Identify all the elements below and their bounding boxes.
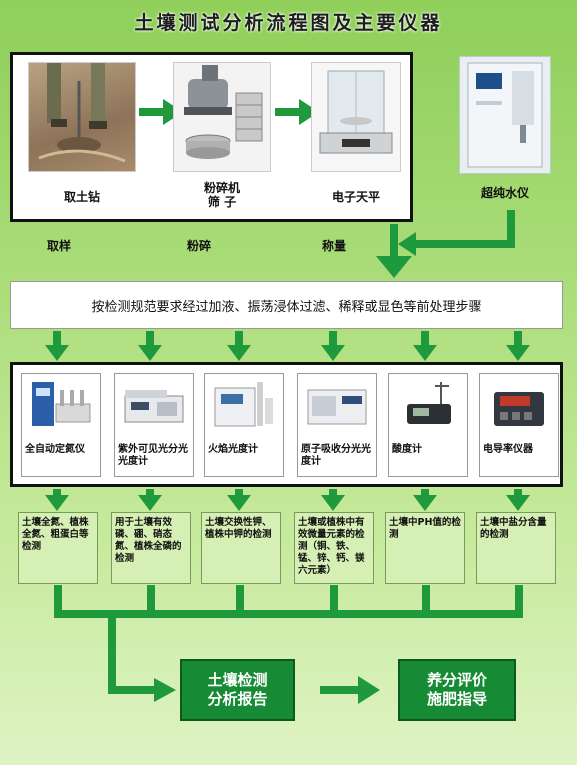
arrow-down-icon bbox=[506, 489, 530, 511]
result-box-potassium: 土壤交换性钾、植株中钾的检测 bbox=[201, 512, 281, 584]
instrument-card-ph: 酸度计 bbox=[388, 373, 468, 477]
ph-meter-photo bbox=[407, 382, 451, 424]
arrow-down-icon bbox=[45, 489, 69, 511]
arrow-down-icon bbox=[321, 331, 345, 361]
page-title: 土壤测试分析流程图及主要仪器 bbox=[134, 12, 443, 34]
step-sampling: 取样 bbox=[47, 239, 72, 253]
instrument-card-spectrophotometer: 紫外可见光分光光度计 bbox=[114, 373, 194, 477]
tool-label-balance: 电子天平 bbox=[331, 190, 380, 204]
arrow-right-icon bbox=[154, 678, 176, 702]
instrument-name: 全自动定氮仪 bbox=[25, 444, 85, 455]
arrow-left-icon bbox=[398, 232, 416, 256]
electronic-balance-photo bbox=[311, 62, 401, 172]
arrow-down-icon bbox=[506, 331, 530, 361]
final-box-report: 土壤检测分析报告 bbox=[180, 659, 295, 721]
sampling-tools-panel: 取土钻 粉碎机 筛 子 电子天平 bbox=[10, 52, 413, 222]
atomic-absorption-photo bbox=[307, 389, 367, 425]
instrument-card-flame: 火焰光度计 bbox=[204, 373, 284, 477]
result-box-ph: 土壤中PH值的检测 bbox=[385, 512, 465, 584]
arrow-right-icon bbox=[320, 676, 380, 704]
result-box-trace-elements: 土壤或植株中有效微量元素的检测（铜、铁、锰、锌、钙、镁六元素） bbox=[294, 512, 374, 584]
instrument-name: 电导率仪器 bbox=[483, 444, 533, 455]
arrow-down-icon bbox=[321, 489, 345, 511]
tool-label-grinder: 粉碎机 筛 子 bbox=[203, 181, 240, 209]
spectrophotometer-photo bbox=[124, 390, 184, 423]
tool-label-water: 超纯水仪 bbox=[480, 186, 529, 200]
arrow-down-icon bbox=[227, 331, 251, 361]
arrow-down-icon bbox=[45, 331, 69, 361]
flame-photometer-photo bbox=[214, 382, 273, 427]
result-box-nitrogen: 土壤全氮、植株全氮、粗蛋白等检测 bbox=[18, 512, 98, 584]
arrow-down-icon bbox=[227, 489, 251, 511]
instrument-name: 火焰光度计 bbox=[208, 444, 258, 455]
step-grinding: 粉碎 bbox=[187, 239, 212, 253]
instrument-name: 原子吸收分光光度计 bbox=[301, 444, 371, 467]
arrow-down-icon bbox=[138, 489, 162, 511]
ultrapure-water-photo bbox=[459, 56, 551, 174]
final-box-guidance: 养分评价施肥指导 bbox=[398, 659, 516, 721]
nitrogen-analyzer-photo bbox=[32, 382, 91, 426]
result-box-phosphorus: 用于土壤有效磷、硼、硝态氮、植株全磷的检测 bbox=[111, 512, 191, 584]
instruments-panel: 全自动定氮仪 紫外可见光分光光度计 火焰光度计 原子吸收分光光度计 酸度计 bbox=[10, 362, 563, 487]
instrument-card-conductivity: 电导率仪器 bbox=[479, 373, 559, 477]
arrow-down-icon bbox=[376, 256, 412, 278]
arrow-down-icon bbox=[413, 489, 437, 511]
step-weighing: 称量 bbox=[322, 239, 347, 253]
instrument-card-atomic: 原子吸收分光光度计 bbox=[297, 373, 377, 477]
tool-label-auger: 取土钻 bbox=[63, 190, 100, 204]
instrument-name: 酸度计 bbox=[392, 444, 422, 455]
arrow-down-icon bbox=[138, 331, 162, 361]
conductivity-meter-photo bbox=[494, 392, 544, 426]
instrument-name: 紫外可见光分光光度计 bbox=[118, 444, 188, 467]
arrow-down-icon bbox=[413, 331, 437, 361]
instrument-card-nitrogen: 全自动定氮仪 bbox=[21, 373, 101, 477]
pretreatment-step-box: 按检测规范要求经过加液、振荡浸体过滤、稀释或显色等前处理步骤 bbox=[10, 281, 563, 329]
grinder-sieve-photo bbox=[173, 62, 271, 172]
soil-auger-photo bbox=[28, 62, 136, 172]
result-box-salt: 土壤中盐分含量的检测 bbox=[476, 512, 556, 584]
arrow-right-icon bbox=[275, 99, 319, 125]
